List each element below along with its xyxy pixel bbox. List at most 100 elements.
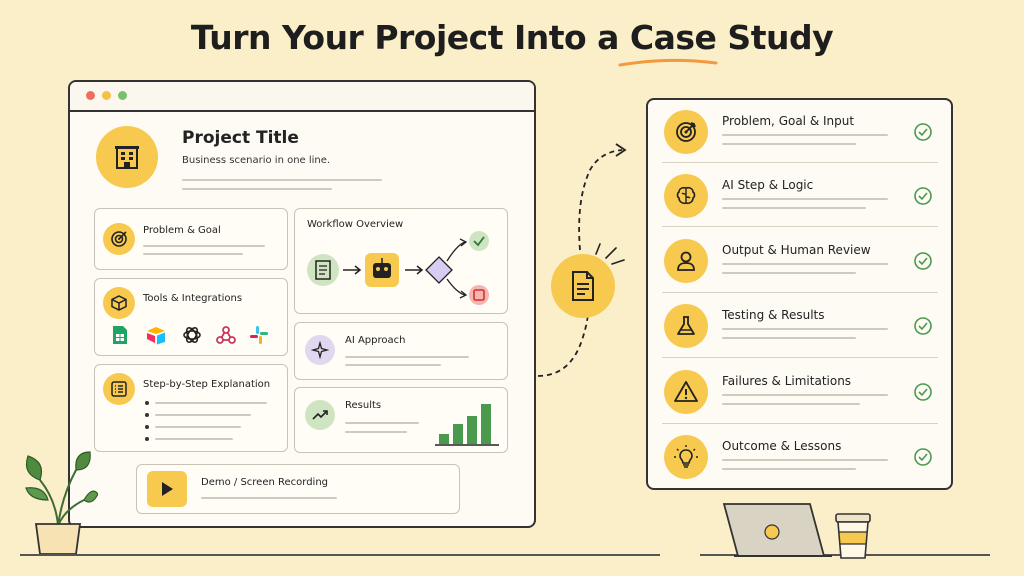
workflow-diagram xyxy=(307,231,489,305)
card-step-by-step[interactable]: Step-by-Step Explanation xyxy=(94,364,288,452)
text-placeholder-line xyxy=(722,403,860,405)
lightbulb-icon xyxy=(664,435,708,479)
checklist-item[interactable]: Outcome & Lessons xyxy=(648,425,951,490)
plant-illustration xyxy=(25,451,98,555)
card-title: AI Approach xyxy=(345,335,406,346)
checklist-item[interactable]: Failures & Limitations xyxy=(648,360,951,425)
bar-chart-icon xyxy=(435,404,499,446)
check-circle-icon xyxy=(914,448,932,466)
text-placeholder-line xyxy=(182,188,332,190)
airtable-icon xyxy=(145,325,167,345)
card-results[interactable]: Results xyxy=(294,387,508,453)
check-circle-icon xyxy=(914,317,932,335)
check-circle-icon xyxy=(914,252,932,270)
building-icon xyxy=(96,126,158,188)
text-placeholder-line xyxy=(722,459,888,461)
text-placeholder-line xyxy=(722,143,856,145)
text-placeholder-line xyxy=(143,253,243,255)
bullet xyxy=(145,437,149,441)
divider xyxy=(662,357,938,358)
title-underline xyxy=(618,58,718,67)
ground-line xyxy=(20,554,660,556)
card-workflow-overview[interactable]: Workflow Overview xyxy=(294,208,508,314)
card-title: Step-by-Step Explanation xyxy=(143,379,271,390)
sparkle-icon xyxy=(305,335,335,365)
card-ai-approach[interactable]: AI Approach xyxy=(294,322,508,380)
minimize-dot[interactable] xyxy=(102,91,111,100)
browser-toolbar xyxy=(70,82,534,112)
checklist-label: AI Step & Logic xyxy=(722,178,814,192)
project-subtitle: Business scenario in one line. xyxy=(182,155,331,166)
text-placeholder-line xyxy=(722,207,866,209)
checklist-label: Testing & Results xyxy=(722,308,825,322)
bullet xyxy=(145,425,149,429)
openai-icon xyxy=(181,324,203,346)
project-title: Project Title xyxy=(182,128,299,148)
divider xyxy=(662,162,938,163)
laptop-illustration xyxy=(722,503,832,557)
card-problem-goal[interactable]: Problem & Goal xyxy=(94,208,288,270)
card-demo-recording[interactable]: Demo / Screen Recording xyxy=(136,464,460,514)
maximize-dot[interactable] xyxy=(118,91,127,100)
text-placeholder-line xyxy=(722,337,856,339)
card-title: Tools & Integrations xyxy=(143,293,243,304)
checklist-label: Failures & Limitations xyxy=(722,374,852,388)
text-placeholder-line xyxy=(345,356,469,358)
divider xyxy=(662,226,938,227)
text-placeholder-line xyxy=(722,134,888,136)
text-placeholder-line xyxy=(143,245,265,247)
card-title: Problem & Goal xyxy=(143,225,221,236)
brain-icon xyxy=(664,174,708,218)
trend-up-icon xyxy=(305,400,335,430)
checklist-item[interactable]: Output & Human Review xyxy=(648,229,951,294)
divider xyxy=(662,292,938,293)
checklist-label: Output & Human Review xyxy=(722,243,871,257)
browser-window: Project Title Business scenario in one l… xyxy=(68,80,536,528)
cube-icon xyxy=(103,287,135,319)
warning-icon xyxy=(664,370,708,414)
card-title: Demo / Screen Recording xyxy=(201,477,329,488)
slack-icon xyxy=(249,325,269,345)
document-icon xyxy=(551,254,615,318)
text-placeholder-line xyxy=(722,272,856,274)
text-placeholder-line xyxy=(345,422,419,424)
card-title: Results xyxy=(345,400,382,411)
bullet xyxy=(145,401,149,405)
text-placeholder-line xyxy=(155,426,241,428)
checklist-label: Outcome & Lessons xyxy=(722,439,842,453)
play-icon[interactable] xyxy=(147,471,187,507)
text-placeholder-line xyxy=(155,438,233,440)
check-circle-icon xyxy=(914,383,932,401)
close-dot[interactable] xyxy=(86,91,95,100)
text-placeholder-line xyxy=(155,402,267,404)
text-placeholder-line xyxy=(722,394,888,396)
list-icon xyxy=(103,373,135,405)
coffee-cup-illustration xyxy=(835,513,871,559)
text-placeholder-line xyxy=(722,263,888,265)
check-circle-icon xyxy=(914,187,932,205)
checklist-item[interactable]: Problem, Goal & Input xyxy=(648,100,951,165)
card-tools-integrations[interactable]: Tools & Integrations xyxy=(94,278,288,356)
check-circle-icon xyxy=(914,123,932,141)
bullet xyxy=(145,413,149,417)
text-placeholder-line xyxy=(182,179,382,181)
person-icon xyxy=(664,239,708,283)
checklist-item[interactable]: Testing & Results xyxy=(648,294,951,359)
text-placeholder-line xyxy=(722,328,888,330)
text-placeholder-line xyxy=(722,198,888,200)
page-title: Turn Your Project Into a Case Study xyxy=(190,18,834,57)
text-placeholder-line xyxy=(722,468,856,470)
target-icon xyxy=(664,110,708,154)
flask-icon xyxy=(664,304,708,348)
checklist-label: Problem, Goal & Input xyxy=(722,114,855,128)
divider xyxy=(662,423,938,424)
text-placeholder-line xyxy=(201,497,337,499)
checklist-item[interactable]: AI Step & Logic xyxy=(648,164,951,229)
text-placeholder-line xyxy=(345,431,407,433)
card-title: Workflow Overview xyxy=(307,219,404,230)
sparkle-lines xyxy=(595,243,625,265)
webhook-icon xyxy=(215,325,237,345)
text-placeholder-line xyxy=(155,414,251,416)
target-icon xyxy=(103,223,135,255)
checklist-panel: Problem, Goal & Input AI Step & Logic Ou… xyxy=(646,98,953,490)
